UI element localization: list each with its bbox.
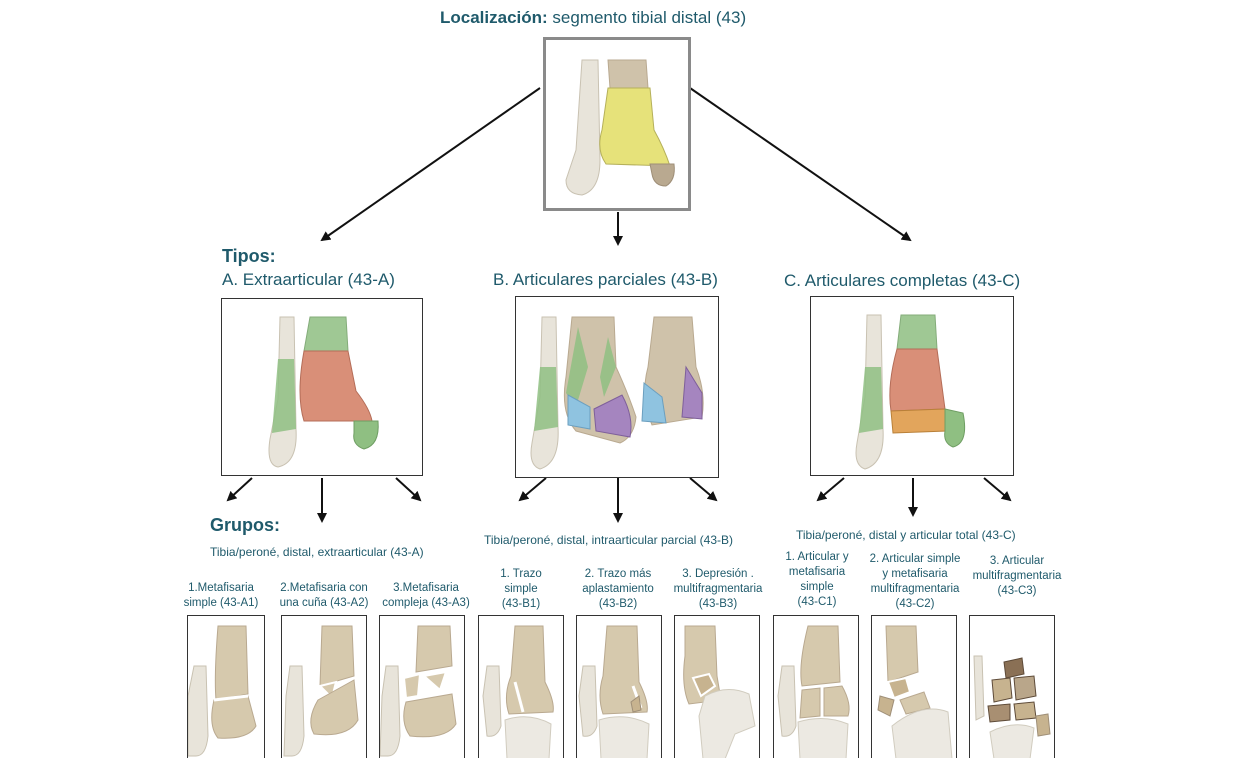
arrow-a-left: [226, 477, 253, 502]
distal-tibia-main-illustration: [543, 37, 691, 211]
group-c3-illustration: [969, 615, 1055, 758]
group-a1-caption: 1.Metafisaria simple (43-A1): [183, 582, 259, 609]
group-a2-caption: 2.Metafisaria con una cuña (43-A2): [279, 582, 369, 609]
group-c2-caption: 2. Articular simple y metafisaria multif…: [869, 553, 961, 610]
localization-label: Localización:: [440, 8, 548, 27]
type-b-description: Tibia/peroné, distal, intraarticular par…: [484, 533, 733, 547]
localization-value: segmento tibial distal (43): [547, 8, 747, 27]
group-c1-illustration: [773, 615, 859, 758]
type-a-title: A. Extraarticular (43-A): [222, 270, 395, 289]
group-a3-caption: 3.Metafisaria compleja (43-A3): [382, 582, 470, 609]
group-b3-bone-image: [683, 625, 756, 758]
group-c2-illustration: [871, 615, 957, 758]
group-a1-bone-image: [188, 625, 257, 757]
arrow-a-right: [395, 477, 422, 502]
type-c-illustration: [810, 296, 1014, 476]
group-b3-caption: 3. Depresión . multifragmentaria (43-B3): [673, 568, 763, 610]
arrow-to-type-a: [320, 87, 541, 242]
arrow-b-right: [689, 477, 718, 502]
type-b-bone-image: [530, 316, 704, 470]
group-b1-caption: 1. Trazo simple (43-B1): [500, 568, 542, 610]
type-c-bone-image: [855, 314, 966, 470]
group-c2-bone-image: [877, 625, 953, 758]
arrow-c-left: [816, 477, 845, 502]
group-c1-caption: 1. Articular y metafisaria simple (43-C1…: [785, 551, 849, 608]
group-c3-bone-image: [973, 655, 1051, 758]
localization-heading: Localización: segmento tibial distal (43…: [440, 8, 746, 28]
group-a3-illustration: [379, 615, 465, 758]
type-a-bone-image: [268, 316, 379, 468]
group-a1-illustration: [187, 615, 265, 758]
type-a-illustration: [221, 298, 423, 476]
group-b2-illustration: [576, 615, 662, 758]
group-b2-bone-image: [578, 625, 650, 758]
grupos-label: Grupos:: [210, 515, 280, 535]
group-a2-bone-image: [283, 625, 359, 757]
group-c3-caption: 3. Articular multifragmentaria (43-C3): [972, 555, 1062, 597]
type-b-illustration: [515, 296, 719, 478]
group-c1-bone-image: [777, 625, 850, 758]
group-a3-bone-image: [380, 625, 457, 757]
arrow-c-right: [983, 477, 1012, 502]
group-b3-illustration: [674, 615, 760, 758]
group-b1-illustration: [478, 615, 564, 758]
distal-tibia-bone-image: [565, 59, 675, 196]
type-b-title: B. Articulares parciales (43-B): [493, 270, 718, 289]
arrow-to-type-c: [689, 87, 912, 242]
type-c-title: C. Articulares completas (43-C): [784, 271, 1021, 290]
group-a2-illustration: [281, 615, 367, 758]
arrow-b-left: [518, 477, 547, 502]
tipos-label: Tipos:: [222, 246, 276, 266]
group-b2-caption: 2. Trazo más aplastamiento (43-B2): [582, 568, 654, 610]
group-b1-bone-image: [482, 625, 554, 758]
type-a-description: Tibia/peroné, distal, extraarticular (43…: [210, 545, 424, 559]
type-c-description: Tibia/peroné, distal y articular total (…: [796, 528, 1016, 542]
